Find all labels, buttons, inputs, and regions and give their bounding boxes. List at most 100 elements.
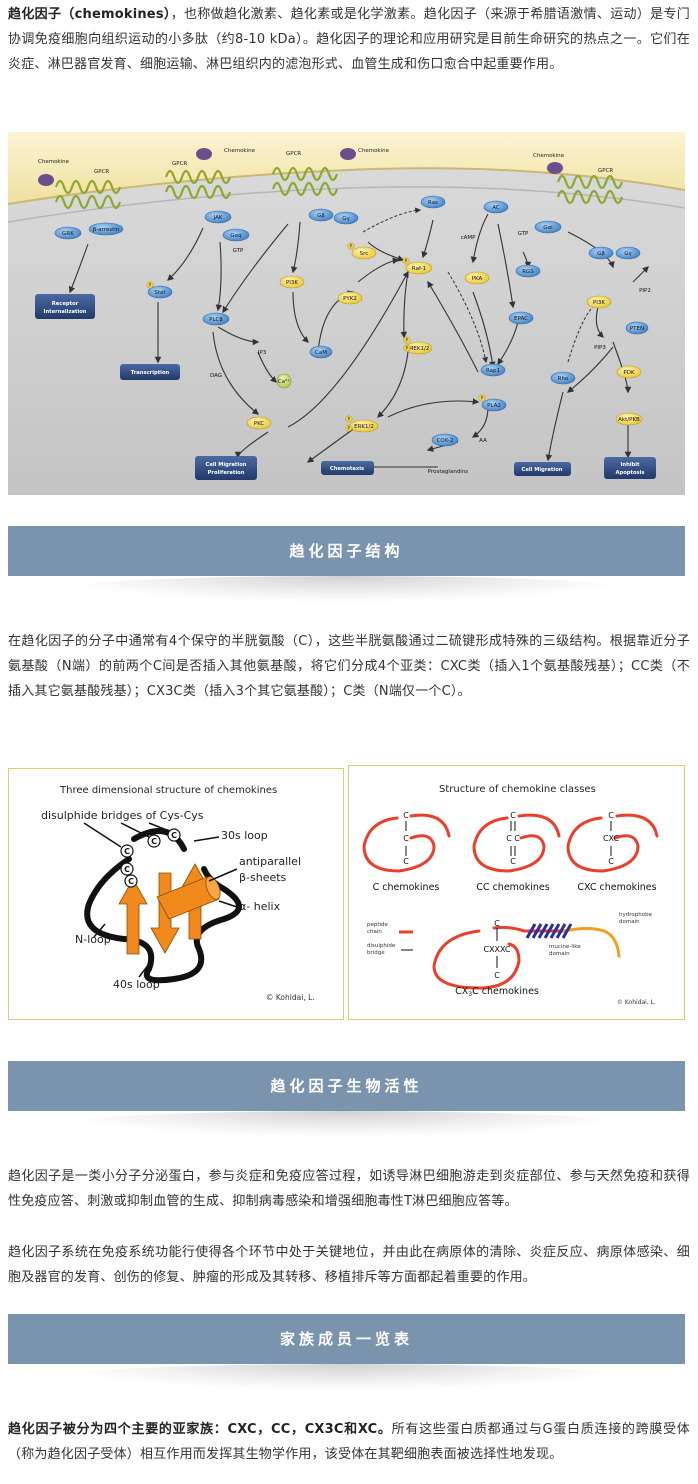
svg-text:domain: domain bbox=[619, 919, 640, 925]
svg-text:DAG: DAG bbox=[210, 373, 222, 379]
activity-paragraph-2: 趋化因子系统在免疫系统功能行使得各个环节中处于关键地位，并由此在病原体的清除、炎… bbox=[8, 1245, 690, 1285]
svg-text:bridge: bridge bbox=[367, 950, 385, 956]
svg-text:Chemokine: Chemokine bbox=[533, 153, 565, 159]
svg-text:Akt/PKB: Akt/PKB bbox=[618, 417, 640, 423]
section-banner-structure: 趋化因子结构 bbox=[8, 526, 685, 576]
protein-backbone bbox=[84, 856, 242, 984]
family-lead: 趋化因子被分为四个主要的亚家族：CXC，CC，CX3C和XC。 bbox=[8, 1422, 392, 1437]
svg-text:AA: AA bbox=[479, 438, 487, 444]
figure-3d-title: Three dimensional structure of chemokine… bbox=[59, 785, 277, 796]
svg-text:C: C bbox=[510, 811, 516, 820]
activity-paragraph-1: 趋化因子是一类小分子分泌蛋白，参与炎症和免疫应答过程，如诱导淋巴细胞游走到炎症部… bbox=[8, 1169, 690, 1209]
svg-text:Gβ: Gβ bbox=[597, 251, 605, 257]
section-banner-family: 家族成员一览表 bbox=[8, 1314, 685, 1364]
svg-text:C: C bbox=[608, 857, 614, 866]
family-text: 所有这些蛋白质都通过与G蛋白质连接的跨膜受体（称为趋化因子受体）相互作用而发挥其… bbox=[8, 1422, 690, 1462]
svg-text:Chemotaxis: Chemotaxis bbox=[330, 466, 364, 472]
svg-text:JAK: JAK bbox=[213, 215, 223, 221]
outcome-labels: Receptor Internalization Transcription C… bbox=[44, 301, 645, 476]
svg-text:P: P bbox=[481, 396, 484, 401]
svg-text:CC chemokines: CC chemokines bbox=[476, 882, 549, 893]
figure-classes-title: Structure of chemokine classes bbox=[439, 784, 596, 795]
svg-text:C: C bbox=[403, 857, 409, 866]
svg-text:P: P bbox=[406, 338, 409, 343]
pointer-lines bbox=[83, 822, 238, 978]
svg-text:peptide: peptide bbox=[367, 922, 389, 928]
banner-shadow bbox=[60, 1364, 630, 1390]
svg-text:Src: Src bbox=[360, 251, 369, 257]
svg-text:EPAC: EPAC bbox=[514, 316, 528, 322]
credit-classes: © Kohidai, L. bbox=[617, 999, 656, 1006]
svg-text:P: P bbox=[348, 417, 351, 422]
structure-paragraph: 在趋化因子的分子中通常有4个保守的半胱氨酸（C），这些半胱氨酸通过二硫键形成特殊… bbox=[8, 634, 690, 699]
section-banner-activity: 趋化因子生物活性 bbox=[8, 1061, 685, 1111]
svg-text:Ca²⁺: Ca²⁺ bbox=[278, 378, 290, 385]
svg-text:C: C bbox=[494, 971, 500, 980]
svg-text:PI3K: PI3K bbox=[593, 300, 605, 306]
pathway-arrows bbox=[68, 213, 649, 471]
svg-text:PKC: PKC bbox=[254, 421, 265, 427]
svg-text:GTP: GTP bbox=[233, 248, 244, 254]
intro-text: ，也称做趋化激素、趋化素或是化学激素。趋化因子（来源于希腊语激情、运动）是专门协… bbox=[8, 7, 690, 72]
node-labels: GRK β-arrestin JAK Gαq GTP Gβ Gγ Ras AC … bbox=[62, 200, 651, 475]
svg-text:C: C bbox=[128, 877, 134, 886]
cell-membrane bbox=[8, 132, 685, 204]
phospho-markers bbox=[146, 242, 486, 432]
svg-text:domain: domain bbox=[549, 951, 570, 957]
svg-text:PIP2: PIP2 bbox=[639, 288, 651, 294]
svg-text:GRK: GRK bbox=[62, 231, 74, 237]
svg-text:PLCβ: PLCβ bbox=[209, 317, 223, 323]
svg-text:C: C bbox=[608, 811, 614, 820]
svg-text:Internalization: Internalization bbox=[44, 309, 87, 315]
svg-text:P: P bbox=[406, 346, 409, 351]
svg-text:C: C bbox=[510, 857, 516, 866]
svg-text:hydrophobe: hydrophobe bbox=[619, 912, 653, 918]
svg-text:Gαi: Gαi bbox=[543, 225, 553, 231]
svg-text:mucine-like: mucine-like bbox=[549, 944, 581, 950]
svg-text:PIP3: PIP3 bbox=[594, 345, 606, 351]
label-30s-loop: 30s loop bbox=[221, 829, 268, 842]
svg-text:PLA2: PLA2 bbox=[487, 403, 501, 409]
label-antiparallel: antiparallel bbox=[239, 855, 301, 868]
membrane-labels: Chemokine GPCR GPCR Chemokine GPCR Chemo… bbox=[38, 148, 613, 175]
alpha-helix-cylinder bbox=[156, 876, 221, 920]
intro-term: 趋化因子（chemokines） bbox=[8, 7, 171, 22]
svg-text:Gβ: Gβ bbox=[317, 213, 325, 219]
svg-text:Cell Migration: Cell Migration bbox=[206, 462, 247, 468]
class-labels: C chemokines CC chemokines CXC chemokine… bbox=[373, 882, 657, 893]
svg-text:β-arrestin: β-arrestin bbox=[93, 227, 120, 233]
intro-paragraph: 趋化因子（chemokines），也称做趋化激素、趋化素或是化学激素。趋化因子（… bbox=[8, 2, 690, 77]
svg-text:PI3K: PI3K bbox=[286, 280, 298, 286]
svg-text:P: P bbox=[405, 259, 408, 264]
svg-text:RGS: RGS bbox=[522, 269, 534, 275]
svg-text:GPCR: GPCR bbox=[286, 151, 301, 157]
svg-text:GPCR: GPCR bbox=[172, 161, 187, 167]
svg-text:GTP: GTP bbox=[518, 231, 529, 237]
label-alpha-helix: α- helix bbox=[239, 900, 281, 913]
svg-text:Apoptosis: Apoptosis bbox=[615, 470, 644, 476]
svg-text:Gγ: Gγ bbox=[624, 251, 632, 257]
svg-text:Chemokine: Chemokine bbox=[224, 148, 256, 154]
svg-text:C: C bbox=[124, 847, 130, 856]
svg-text:CXC: CXC bbox=[603, 834, 619, 843]
svg-text:C: C bbox=[514, 834, 520, 843]
chemokine-3d-structure-figure: Three dimensional structure of chemokine… bbox=[8, 768, 344, 1020]
svg-text:C: C bbox=[403, 834, 409, 843]
svg-text:Rho: Rho bbox=[558, 376, 569, 382]
chemokine-ligands bbox=[38, 148, 563, 186]
svg-text:Gγ: Gγ bbox=[342, 216, 350, 222]
svg-text:PKA: PKA bbox=[472, 276, 483, 282]
svg-text:Chemokine: Chemokine bbox=[358, 148, 390, 154]
svg-text:IP3: IP3 bbox=[258, 350, 267, 356]
svg-text:PYK2: PYK2 bbox=[343, 296, 357, 302]
svg-text:cAMP: cAMP bbox=[461, 235, 477, 241]
c-chemokine-shape bbox=[362, 813, 451, 873]
svg-text:Cell Migration: Cell Migration bbox=[522, 467, 563, 473]
cc-chemokine-shape bbox=[472, 813, 561, 873]
svg-text:Transcription: Transcription bbox=[131, 370, 170, 376]
svg-text:chain: chain bbox=[367, 929, 382, 935]
svg-text:CXXXC: CXXXC bbox=[483, 945, 510, 954]
svg-text:C: C bbox=[171, 831, 177, 840]
label-disulphide: disulphide bridges of Cys-Cys bbox=[41, 809, 204, 822]
cx3c-annotations: peptide chain disulphide bridge mucine-l… bbox=[367, 912, 653, 957]
